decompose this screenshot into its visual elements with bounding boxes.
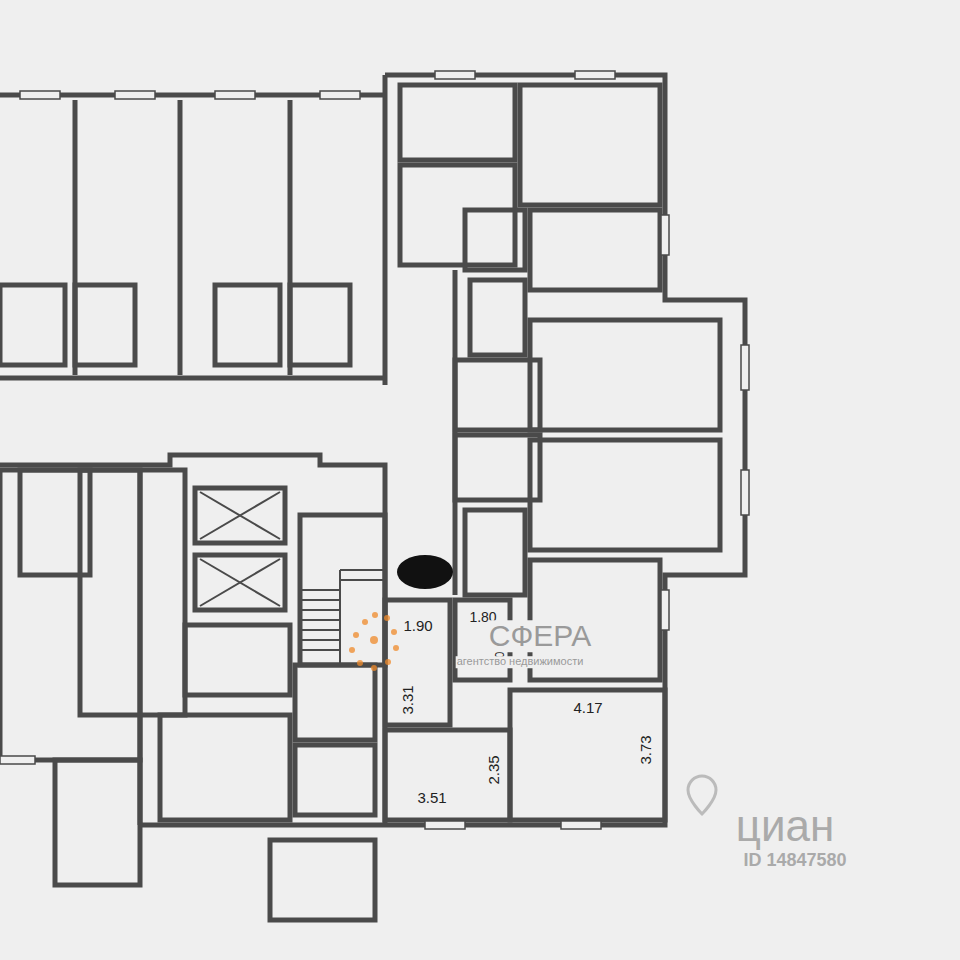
watermark-id: ID 14847580	[742, 851, 847, 870]
dimension-label: 2.35	[486, 754, 502, 785]
dimension-label: 3.31	[400, 684, 416, 715]
dimension-label: 1.90	[402, 618, 433, 634]
dimension-label: 3.73	[638, 734, 654, 765]
watermark-logo: СФЕРА	[488, 620, 593, 652]
watermark-subtitle: агентство недвижимости	[456, 656, 585, 668]
dimension-label: 4.17	[572, 700, 603, 716]
watermark-logo: циан	[735, 803, 836, 849]
dimension-label: 3.51	[416, 790, 447, 806]
